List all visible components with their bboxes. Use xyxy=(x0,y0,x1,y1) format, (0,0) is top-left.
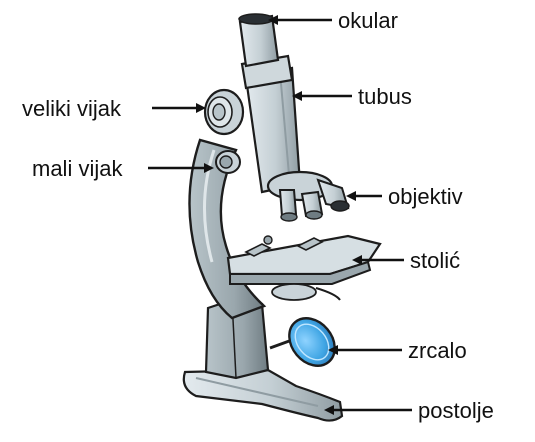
arrowhead-objektiv xyxy=(346,191,356,201)
label-okular: okular xyxy=(338,8,398,33)
label-zrcalo: zrcalo xyxy=(408,338,467,363)
label-postolje: postolje xyxy=(418,398,494,423)
fine-knob-illustration xyxy=(216,151,240,173)
label-stolic: stolić xyxy=(410,248,460,273)
tube-illustration xyxy=(239,14,300,192)
objective-illustration xyxy=(268,172,349,221)
mirror-illustration xyxy=(270,309,344,375)
label-mali-vijak: mali vijak xyxy=(32,156,123,181)
label-tubus: tubus xyxy=(358,84,412,109)
label-veliki-vijak: veliki vijak xyxy=(22,96,122,121)
coarse-knob-illustration xyxy=(205,90,243,134)
label-objektiv: objektiv xyxy=(388,184,463,209)
